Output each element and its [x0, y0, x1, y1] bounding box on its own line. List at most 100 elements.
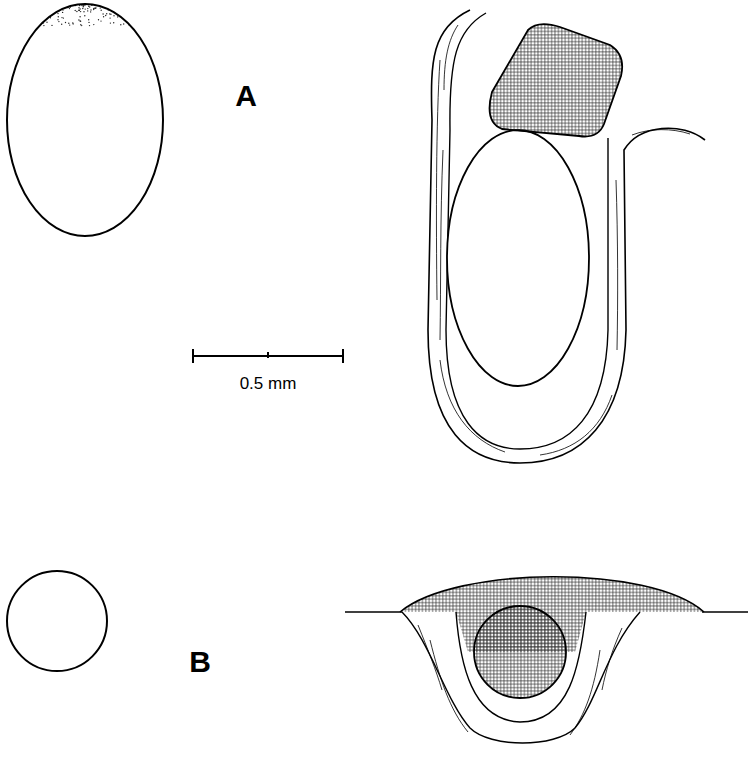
stipple-dot: [43, 5, 44, 6]
stipple-dot: [67, 3, 68, 4]
stipple-dot: [113, 22, 114, 23]
stipple-dot: [88, 19, 89, 20]
stipple-dot: [39, 8, 40, 9]
stipple-dot: [130, 4, 131, 5]
stipple-dot: [124, 4, 125, 5]
stipple-dot: [65, 22, 66, 23]
stipple-dot: [43, 25, 44, 26]
stipple-dot: [43, 3, 44, 4]
stipple-dot: [100, 7, 101, 8]
stipple-dot: [102, 13, 103, 14]
stipple-dot: [81, 5, 82, 6]
stipple-dot: [79, 20, 80, 21]
stipple-dot: [78, 10, 79, 11]
stipple-dot: [52, 3, 53, 4]
stipple-dot: [40, 16, 41, 17]
stipple-dot: [119, 4, 120, 5]
stipple-dot: [35, 17, 36, 18]
stipple-dot: [58, 16, 59, 17]
stipple-dot: [57, 13, 58, 14]
stipple-dot: [124, 5, 125, 6]
section-a: [428, 10, 705, 463]
stipple-dot: [100, 20, 101, 21]
stipple-dot: [56, 7, 57, 8]
stipple-dot: [93, 8, 94, 9]
stipple-dot: [81, 25, 82, 26]
stipple-dot: [123, 8, 124, 9]
stipple-dot: [43, 4, 44, 5]
stipple-dot: [57, 6, 58, 7]
stipple-dot: [57, 19, 58, 20]
stipple-dot: [69, 24, 70, 25]
stipple-dot: [83, 5, 84, 6]
stipple-dot: [40, 7, 41, 8]
stipple-dot: [105, 15, 106, 16]
stipple-dot: [62, 12, 63, 13]
stipple-dot: [75, 10, 76, 11]
stipple-dot: [85, 8, 86, 9]
stipple-dot: [87, 8, 88, 9]
scale-bar: [193, 349, 343, 363]
stipple-dot: [110, 22, 111, 23]
stipple-dot: [79, 8, 80, 9]
stipple-dot: [46, 5, 47, 6]
stipple-dot: [93, 9, 94, 10]
stipple-dot: [69, 8, 70, 9]
stipple-dot: [101, 10, 102, 11]
stipple-dot: [48, 5, 49, 6]
stipple-dot: [51, 3, 52, 4]
stipple-dot: [124, 11, 125, 12]
stipple-dot: [47, 7, 48, 8]
stipple-dot: [79, 16, 80, 17]
stipple-dot: [82, 8, 83, 9]
stipple-dot: [103, 16, 104, 17]
stipple-dot: [102, 4, 103, 5]
stipple-dot: [37, 4, 38, 5]
stipple-dot: [126, 13, 127, 14]
stipple-dot: [131, 12, 132, 13]
stipple-dot: [66, 4, 67, 5]
stipple-dot: [79, 10, 80, 11]
stipple-dot: [63, 17, 64, 18]
stipple-dot: [115, 8, 116, 9]
stipple-dot: [109, 13, 110, 14]
section-b: [345, 577, 748, 743]
stipple-dot: [100, 3, 101, 4]
stipple-dot: [78, 7, 79, 8]
stipple-dot: [90, 9, 91, 10]
stipple-dot: [95, 7, 96, 8]
scale-label: 0.5 mm: [240, 375, 297, 392]
stipple-dot: [93, 24, 94, 25]
stipple-dot: [119, 3, 120, 4]
stipple-dot: [68, 23, 69, 24]
stipple-dot: [88, 22, 89, 23]
stipple-dot: [72, 22, 73, 23]
stipple-dot: [35, 7, 36, 8]
stipple-dot: [38, 7, 39, 8]
stipple-dot: [51, 3, 52, 4]
stipple-dot: [84, 15, 85, 16]
stipple-dot: [132, 11, 133, 12]
figure-letter: B: [189, 647, 211, 677]
stipple-dot: [76, 11, 77, 12]
stipple-dot: [53, 6, 54, 7]
stipple-dot: [113, 4, 114, 5]
stipple-dot: [37, 12, 38, 13]
stipple-dot: [46, 22, 47, 23]
stipple-dot: [43, 4, 44, 5]
stipple-dot: [110, 14, 111, 15]
egg-outline: [7, 4, 163, 236]
stipple-dot: [98, 19, 99, 20]
stipple-dot: [73, 23, 74, 24]
stipple-dot: [130, 10, 131, 11]
stipple-dot: [106, 13, 107, 14]
stipple-dot: [89, 25, 90, 26]
stipple-dot: [93, 8, 94, 9]
stipple-dot: [61, 24, 62, 25]
stipple-dot: [130, 6, 131, 7]
stipple-dot: [117, 4, 118, 5]
stipple-dot: [117, 16, 118, 17]
stipple-dot: [89, 6, 90, 7]
egg-outline: [7, 571, 107, 671]
stipple-dot: [88, 6, 89, 7]
